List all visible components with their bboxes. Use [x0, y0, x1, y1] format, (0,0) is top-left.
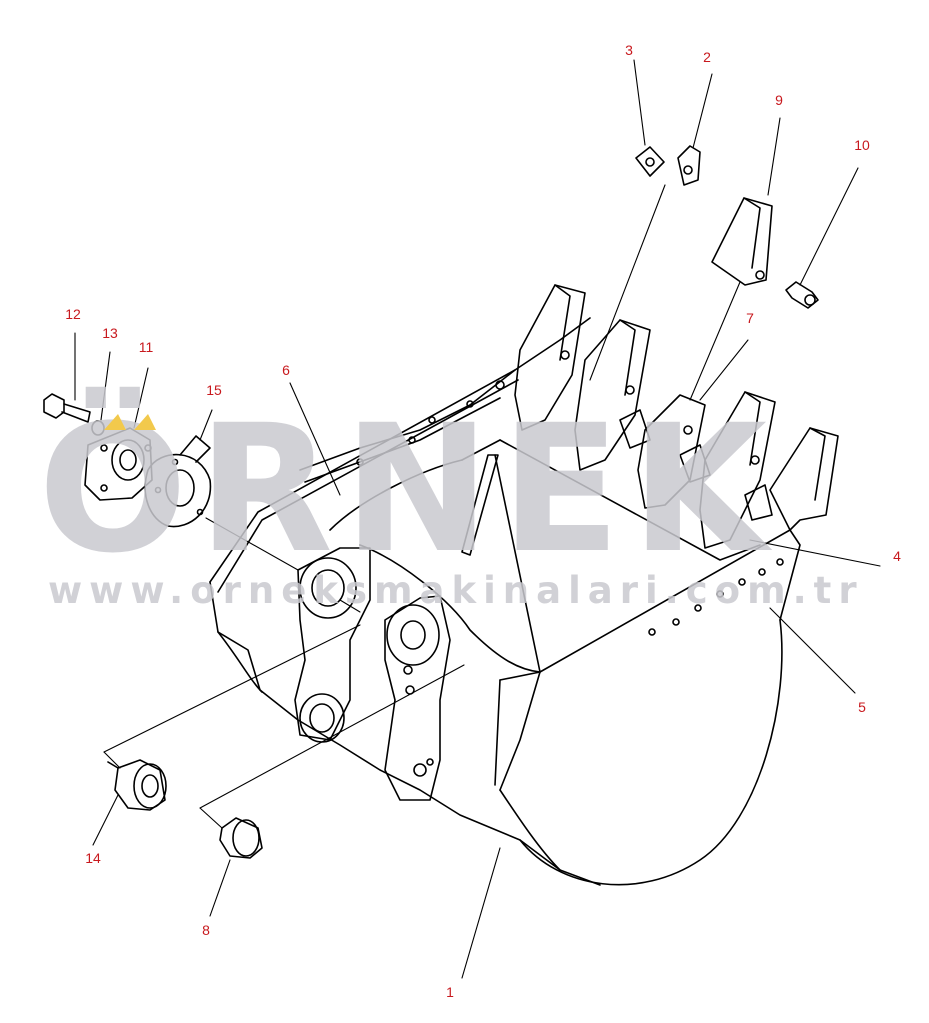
callout-13: 13 [102, 325, 118, 341]
callout-10: 10 [854, 137, 870, 153]
callout-15: 15 [206, 382, 222, 398]
watermark-url: www.orneksmakinalari.com.tr [48, 569, 864, 612]
tooth-1 [514, 284, 586, 431]
callout-6: 6 [282, 362, 290, 378]
watermark-accent-icon [104, 414, 156, 430]
callout-14: 14 [85, 850, 101, 866]
top-strip-bolts [356, 380, 505, 466]
part-15-shim [144, 435, 212, 528]
callout-3: 3 [625, 42, 633, 58]
callout-11: 11 [138, 339, 154, 355]
watermark-brand: ÖRNEK [38, 387, 778, 592]
tooth-4 [699, 391, 776, 549]
tooth-2 [574, 319, 651, 471]
bucket-body [209, 317, 801, 886]
side-bolt-holes [648, 558, 784, 636]
part-9-tooth [711, 197, 773, 286]
tooth-5 [769, 427, 839, 531]
part-13-washer [91, 420, 105, 436]
callout-12: 12 [65, 306, 81, 322]
callout-1: 1 [446, 984, 454, 1000]
part-2-pin-lock [677, 145, 701, 186]
part-11-flange [84, 427, 153, 501]
part-8-bushing [219, 817, 263, 859]
part-14-bushing [107, 759, 167, 811]
callout-8: 8 [202, 922, 210, 938]
callout-7: 7 [746, 310, 754, 326]
callout-2: 2 [703, 49, 711, 65]
callout-5: 5 [858, 699, 866, 715]
part-12-bolt [43, 393, 91, 423]
bucket-teeth [514, 284, 839, 549]
part-3-lock [635, 146, 665, 177]
callout-4: 4 [893, 548, 901, 564]
tooth-3 [637, 394, 706, 509]
leader-lines [74, 59, 881, 979]
part-10-pin [785, 281, 819, 309]
callout-9: 9 [775, 92, 783, 108]
link-bracket-right [384, 595, 451, 801]
